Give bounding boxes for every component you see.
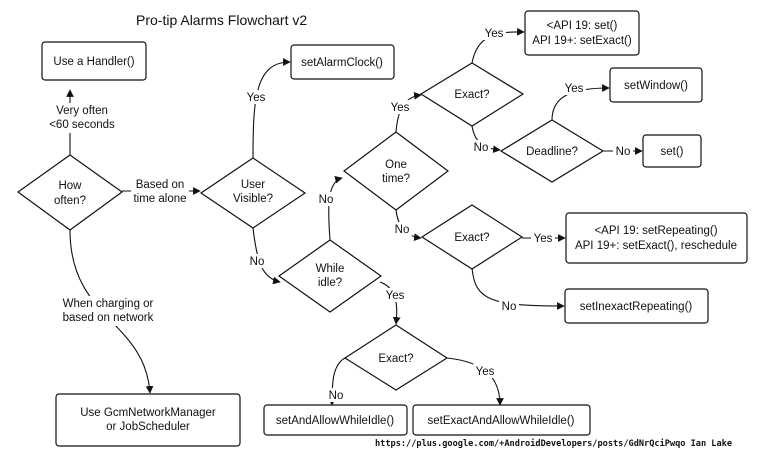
edge-label-yes: Yes bbox=[485, 28, 504, 40]
action-set-exact: <API 19: set() API 19+: setExact() bbox=[524, 10, 640, 56]
edge-visible-yes bbox=[252, 58, 291, 159]
node-text: Exact? bbox=[454, 89, 489, 101]
node-text: Visible? bbox=[233, 193, 273, 205]
edge-label-based-on-time: time alone bbox=[133, 193, 186, 205]
action-use-gcm-network-manager: Use GcmNetworkManager or JobScheduler bbox=[55, 393, 241, 447]
node-text: or JobScheduler bbox=[106, 421, 190, 433]
edge-idle-no bbox=[328, 175, 343, 241]
node-text: <API 19: setRepeating() bbox=[594, 225, 717, 237]
action-use-handler: Use a Handler() bbox=[41, 41, 147, 81]
node-text: Exact? bbox=[454, 232, 489, 244]
edge-label-charging: based on network bbox=[63, 312, 154, 324]
node-text: often? bbox=[54, 195, 86, 207]
decision-while-idle: While idle? bbox=[277, 239, 383, 313]
edges bbox=[66, 27, 643, 406]
action-set-alarm-clock: setAlarmClock() bbox=[290, 44, 395, 80]
edge-label-no: No bbox=[250, 256, 265, 268]
edge-label-yes: Yes bbox=[386, 290, 405, 302]
decision-exact-idle: Exact? bbox=[343, 324, 449, 391]
action-set-repeating: <API 19: setRepeating() API 19+: setExac… bbox=[565, 212, 748, 264]
edge-label-very-often: <60 seconds bbox=[49, 119, 115, 131]
edge-label-no: No bbox=[319, 194, 334, 206]
node-text: <API 19: set() bbox=[547, 20, 618, 32]
edge-label-yes: Yes bbox=[565, 83, 584, 95]
edge-label-yes: Yes bbox=[476, 366, 495, 378]
node-text: idle? bbox=[318, 277, 342, 289]
diagram-title: Pro-tip Alarms Flowchart v2 bbox=[136, 12, 307, 28]
edge-label-no: No bbox=[329, 390, 344, 402]
node-text: set() bbox=[661, 146, 684, 158]
edge-label-no: No bbox=[616, 146, 631, 158]
action-set: set() bbox=[642, 134, 702, 168]
nodes: How often? Use a Handler() Use GcmNetwor… bbox=[16, 10, 748, 447]
node-text: While bbox=[316, 263, 345, 275]
action-set-window: setWindow() bbox=[609, 67, 703, 103]
edge-label-yes: Yes bbox=[534, 233, 553, 245]
edge-label-no: No bbox=[474, 142, 489, 154]
action-set-inexact-repeating: setInexactRepeating() bbox=[564, 288, 709, 324]
node-text: User bbox=[241, 179, 265, 191]
edge-label-yes: Yes bbox=[247, 92, 266, 104]
node-text: setInexactRepeating() bbox=[580, 301, 693, 313]
edge-label-no: No bbox=[502, 301, 517, 313]
node-text: setWindow() bbox=[624, 80, 688, 92]
edge-label-very-often: Very often bbox=[56, 105, 108, 117]
node-text: One bbox=[385, 159, 407, 171]
node-text: Exact? bbox=[378, 353, 413, 365]
action-set-exact-and-allow-while-idle: setExactAndAllowWhileIdle() bbox=[412, 404, 591, 436]
node-text: API 19+: setExact() bbox=[532, 35, 632, 47]
node-text: API 19+: setExact(), reschedule bbox=[575, 240, 737, 252]
decision-exact-repeating: Exact? bbox=[420, 204, 524, 270]
decision-how-often: How often? bbox=[16, 154, 124, 231]
decision-user-visible: User Visible? bbox=[199, 157, 307, 229]
node-text: Deadline? bbox=[526, 146, 578, 158]
node-text: setAndAllowWhileIdle() bbox=[276, 415, 394, 427]
edge-label-charging: When charging or bbox=[63, 298, 154, 310]
action-set-and-allow-while-idle: setAndAllowWhileIdle() bbox=[263, 404, 408, 436]
edge-label-no: No bbox=[395, 224, 410, 236]
decision-one-time: One time? bbox=[343, 131, 449, 211]
node-text: How bbox=[58, 180, 82, 192]
node-text: time? bbox=[382, 173, 410, 185]
node-text: Use GcmNetworkManager bbox=[80, 407, 216, 419]
node-text: setExactAndAllowWhileIdle() bbox=[427, 415, 574, 427]
edge-exact2-no bbox=[471, 267, 565, 310]
credit-link: https://plus.google.com/+AndroidDevelope… bbox=[375, 438, 732, 449]
node-text: setAlarmClock() bbox=[301, 57, 383, 69]
decision-exact-one-time: Exact? bbox=[419, 62, 525, 127]
edge-label-based-on-time: Based on bbox=[136, 179, 185, 191]
node-text: Use a Handler() bbox=[53, 56, 134, 68]
edge-label-yes: Yes bbox=[391, 102, 410, 114]
decision-deadline: Deadline? bbox=[499, 119, 605, 183]
edge-labels: Very often <60 seconds Based on time alo… bbox=[44, 26, 633, 402]
